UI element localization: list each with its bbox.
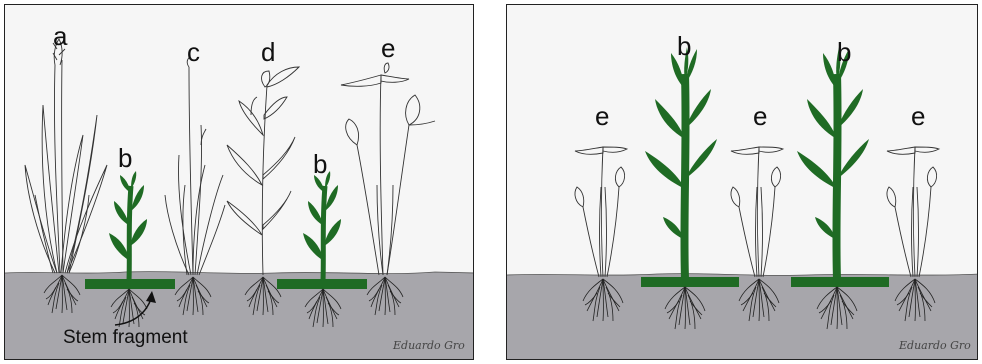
right-illustration bbox=[507, 5, 978, 360]
stem-fragment-caption: Stem fragment bbox=[63, 327, 188, 349]
artist-signature: Eduardo Gro bbox=[393, 339, 465, 352]
label-d: d bbox=[261, 39, 275, 65]
panel-before: a b c d b e Stem fragment Eduardo Gro bbox=[4, 4, 474, 360]
plant-e bbox=[341, 63, 435, 275]
plant-b-1 bbox=[641, 47, 739, 287]
plant-c bbox=[165, 57, 225, 275]
label-e: e bbox=[753, 103, 767, 129]
label-b: b bbox=[837, 39, 851, 65]
plant-e-3 bbox=[887, 147, 939, 277]
label-b: b bbox=[313, 151, 327, 177]
left-illustration bbox=[5, 5, 474, 360]
plant-e-1 bbox=[575, 147, 627, 277]
panel-after: e b e b e Eduardo Gro bbox=[506, 4, 978, 360]
label-e: e bbox=[911, 103, 925, 129]
plant-d bbox=[227, 67, 299, 275]
plant-b-right bbox=[277, 171, 367, 289]
plant-e-2 bbox=[731, 147, 783, 277]
label-a: a bbox=[53, 23, 67, 49]
label-c: c bbox=[187, 39, 200, 65]
plant-b-2 bbox=[791, 47, 889, 287]
label-b: b bbox=[118, 145, 132, 171]
plant-a bbox=[25, 39, 107, 273]
label-b: b bbox=[677, 33, 691, 59]
label-e: e bbox=[595, 103, 609, 129]
label-e: e bbox=[381, 35, 395, 61]
artist-signature: Eduardo Gro bbox=[899, 339, 971, 352]
